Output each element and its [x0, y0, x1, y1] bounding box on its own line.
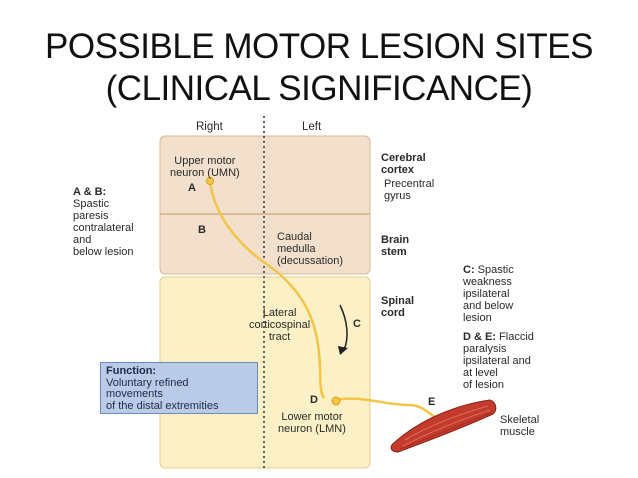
- corticospinal-tract-path: [208, 180, 326, 399]
- cerebral-cortex-region: [159, 135, 371, 275]
- annotation-de-first: Flaccid: [496, 331, 534, 343]
- side-label-left: Left: [302, 121, 322, 133]
- annotation-c-text: weakness ipsilateral and below lesion: [463, 276, 514, 324]
- brain-stem-label: Brain stem: [381, 234, 410, 258]
- point-b-label: B: [198, 224, 206, 236]
- caudal-medulla-label: Caudal medulla (decussation): [277, 231, 344, 267]
- function-heading: Function:: [106, 365, 157, 377]
- side-label-right: Right: [196, 121, 223, 133]
- annotation-c-first: Spastic: [474, 264, 514, 276]
- annotation-de-key: D & E:: [463, 331, 496, 343]
- umn-cell-body: [206, 177, 214, 185]
- point-c-label: C: [353, 318, 361, 330]
- slide-title: POSSIBLE MOTOR LESION SITES (CLINICAL SI…: [0, 26, 638, 110]
- title-line-2: (CLINICAL SIGNIFICANCE): [105, 69, 533, 108]
- function-text: Voluntary refined movements of the dista…: [106, 376, 219, 412]
- lmn-label: Lower motor neuron (LMN): [278, 411, 346, 435]
- annotation-ab: A & B: Spastic paresis contralateral and…: [73, 186, 134, 258]
- lmn-axon-path: [334, 397, 437, 419]
- point-e-label: E: [428, 396, 436, 408]
- skeletal-muscle-shape: [390, 399, 497, 453]
- annotation-c: C: Spastic weakness ipsilateral and belo…: [463, 264, 514, 324]
- title-line-1: POSSIBLE MOTOR LESION SITES: [45, 27, 593, 66]
- annotation-de: D & E: Flaccid paralysis ipsilateral and…: [463, 331, 534, 391]
- point-a-label: A: [188, 182, 196, 194]
- annotation-de-text: paralysis ipsilateral and at level of le…: [463, 343, 531, 391]
- function-box: Function: Voluntary refined movements of…: [100, 362, 258, 414]
- annotation-ab-key: A & B:: [73, 186, 107, 198]
- spinal-cord-label: Spinal cord: [381, 295, 415, 319]
- annotation-c-key: C:: [463, 264, 475, 276]
- cerebral-cortex-label: Cerebral cortex: [381, 152, 426, 176]
- annotation-ab-text: Spastic paresis contralateral and below …: [73, 198, 134, 258]
- skeletal-muscle-label: Skeletal muscle: [500, 414, 540, 438]
- descending-arrowhead: [338, 346, 348, 355]
- point-d-label: D: [310, 394, 318, 406]
- lateral-tract-label: Lateral corticospinal tract: [249, 307, 311, 343]
- descending-arrow: [339, 304, 348, 351]
- lmn-cell-body: [331, 396, 341, 406]
- umn-label: Upper motor neuron (UMN): [170, 155, 240, 179]
- precentral-gyrus-label: Precentral gyrus: [384, 178, 435, 202]
